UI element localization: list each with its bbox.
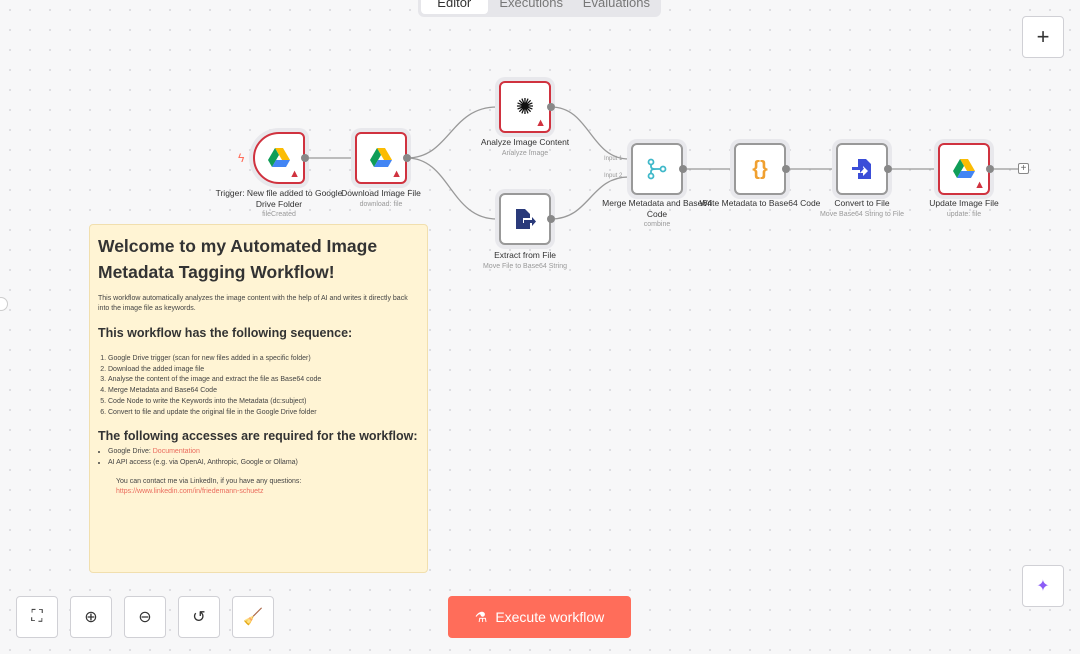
node-analyze[interactable]: ✺ ▲ <box>499 81 551 133</box>
step-item: Code Node to write the Keywords into the… <box>108 397 419 408</box>
node-merge[interactable] <box>631 143 683 195</box>
output-port[interactable] <box>782 165 790 173</box>
node-trigger[interactable]: ▲ <box>253 132 305 184</box>
documentation-link[interactable]: Documentation <box>152 447 200 455</box>
output-port[interactable] <box>403 154 411 162</box>
node-convert[interactable] <box>836 143 888 195</box>
google-drive-icon <box>370 148 392 167</box>
node-update[interactable]: ▲ <box>938 143 990 195</box>
note-steps: Google Drive trigger (scan for new files… <box>98 354 419 419</box>
output-port[interactable] <box>679 165 687 173</box>
view-tabs: Editor Executions Evaluations <box>418 0 661 17</box>
execute-label: Execute workflow <box>495 609 605 625</box>
execute-workflow-button[interactable]: ⚗ Execute workflow <box>448 596 631 638</box>
note-access-heading: The following accesses are required for … <box>98 428 418 443</box>
note-intro: This workflow automatically analyzes the… <box>98 294 408 312</box>
note-sequence-heading: This workflow has the following sequence… <box>98 325 353 340</box>
note-contact: You can contact me via LinkedIn, if you … <box>116 477 302 485</box>
openai-icon: ✺ <box>515 94 535 119</box>
tab-editor[interactable]: Editor <box>421 0 488 14</box>
step-item: Convert to file and update the original … <box>108 408 419 419</box>
node-label: Trigger: New file added to Google Drive … <box>215 188 343 219</box>
trigger-bolt-icon: ϟ <box>238 151 245 165</box>
broom-icon: 🧹 <box>243 609 263 626</box>
add-node-button[interactable]: + <box>1022 16 1064 58</box>
zoom-in-icon: ⊕ <box>84 609 98 626</box>
input-1-label: Input 1 <box>604 156 623 162</box>
node-label: Write Metadata to Base64 Code <box>699 198 821 208</box>
zoom-out-button[interactable]: ⊖ <box>124 596 166 638</box>
merge-icon <box>647 158 667 180</box>
input-2-label: Input 2 <box>604 173 623 179</box>
connection <box>406 106 498 159</box>
google-drive-icon <box>953 159 975 178</box>
zoom-in-button[interactable]: ⊕ <box>70 596 112 638</box>
connection <box>550 106 630 160</box>
tidy-up-button[interactable]: 🧹 <box>232 596 274 638</box>
step-item: Merge Metadata and Base64 Code <box>108 386 419 397</box>
undo-icon: ↺ <box>192 609 206 626</box>
node-write-code[interactable]: {} <box>734 143 786 195</box>
step-item: Analyse the content of the image and ext… <box>108 375 419 386</box>
tab-executions[interactable]: Executions <box>499 0 563 10</box>
warning-icon: ▲ <box>391 168 402 180</box>
warning-icon: ▲ <box>535 117 546 129</box>
node-download[interactable]: ▲ <box>355 132 407 184</box>
output-port[interactable] <box>884 165 892 173</box>
ai-assistant-button[interactable]: ✦ <box>1022 565 1064 607</box>
output-port[interactable] <box>547 215 555 223</box>
warning-icon: ▲ <box>289 168 300 180</box>
sparkle-icon: ✦ <box>1036 578 1050 595</box>
zoom-out-icon: ⊖ <box>138 609 152 626</box>
reset-zoom-button[interactable]: ↺ <box>178 596 220 638</box>
tab-evaluations[interactable]: Evaluations <box>582 0 651 10</box>
output-port[interactable] <box>547 103 555 111</box>
output-port[interactable] <box>301 154 309 162</box>
file-export-icon <box>516 209 536 229</box>
access-gd-text: Google Drive: <box>108 447 153 455</box>
fit-view-button[interactable]: ⛶ <box>16 596 58 638</box>
add-node-plus-icon[interactable]: + <box>1018 163 1029 174</box>
google-drive-icon <box>268 148 290 167</box>
note-title: Welcome to my Automated Image Metadata T… <box>98 236 378 283</box>
node-extract[interactable] <box>499 193 551 245</box>
code-braces-icon: {} <box>752 157 768 180</box>
plus-icon: + <box>1036 24 1050 49</box>
step-item: Download the added image file <box>108 365 419 376</box>
warning-icon: ▲ <box>974 179 985 191</box>
fullscreen-icon: ⛶ <box>31 608 43 625</box>
sticky-note[interactable]: Welcome to my Automated Image Metadata T… <box>89 224 428 573</box>
linkedin-link[interactable]: https://www.linkedin.com/in/friedemann-s… <box>116 487 264 495</box>
flask-icon: ⚗ <box>474 608 488 625</box>
step-item: Google Drive trigger (scan for new files… <box>108 354 419 365</box>
access-item: Google Drive: Documentation <box>108 447 419 458</box>
connection <box>550 176 630 220</box>
connection <box>406 157 498 220</box>
output-port[interactable] <box>986 165 994 173</box>
access-item: AI API access (e.g. via OpenAI, Anthropi… <box>108 458 419 469</box>
note-access-list: Google Drive: Documentation AI API acces… <box>98 447 419 469</box>
file-import-icon <box>852 159 871 179</box>
